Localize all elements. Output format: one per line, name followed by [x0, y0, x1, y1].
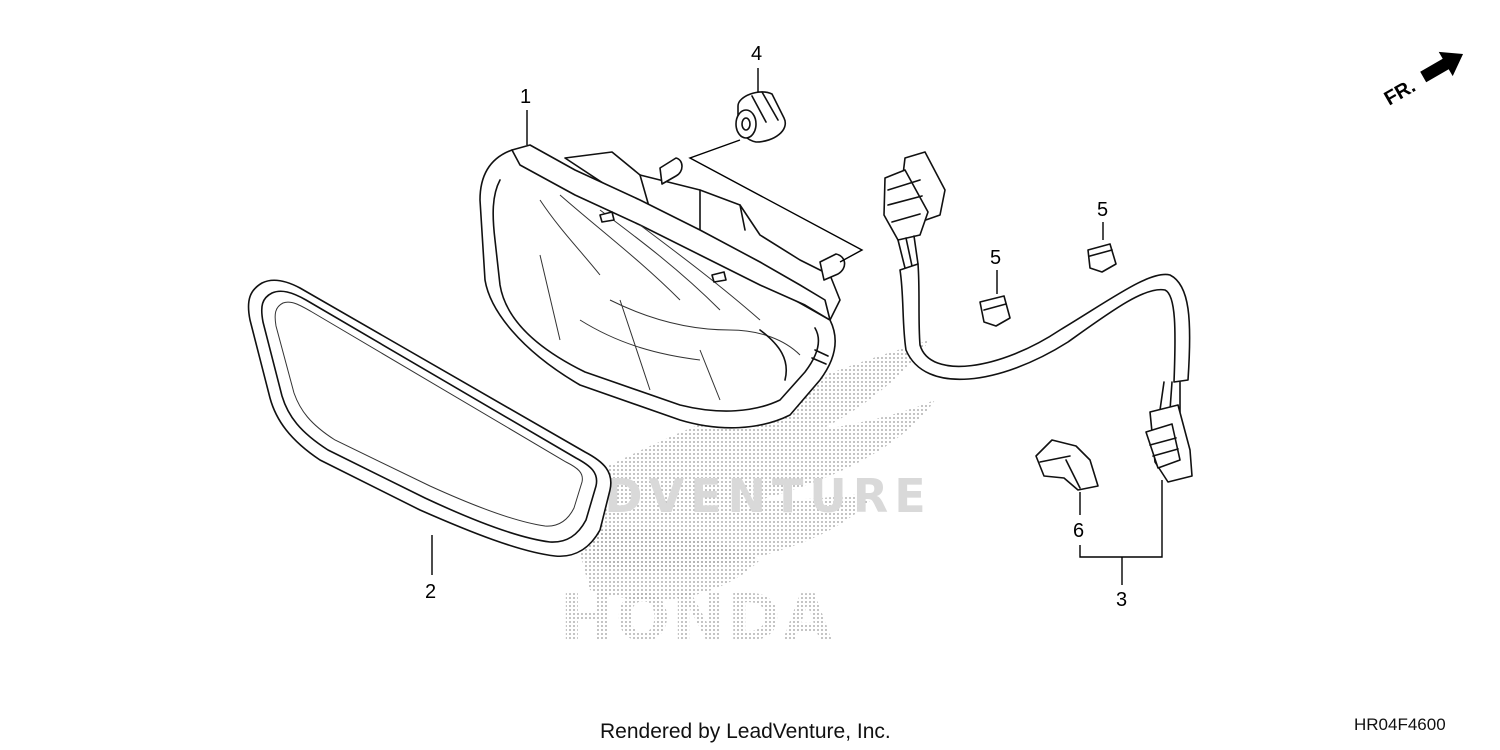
part-2-headlight-rim: [247, 279, 612, 557]
leader-lines: [431, 68, 1163, 585]
part-3-wire-harness: [883, 151, 1193, 483]
callout-1: 1: [520, 86, 531, 108]
callout-5-right: 5: [1097, 199, 1108, 221]
part-4-grommet: [735, 91, 787, 143]
watermark-brand: HONDA: [560, 582, 834, 656]
diagram-code: HR04F4600: [1354, 715, 1446, 734]
part-5-clip-b: [1087, 243, 1117, 273]
watermark: LEADVENTURE HONDA: [490, 340, 935, 656]
wing-logo-watermark: [575, 340, 935, 600]
callout-4: 4: [751, 43, 762, 65]
part-6-clip: [1035, 439, 1099, 491]
part-1-headlight-assembly: [479, 144, 846, 429]
callout-3: 3: [1116, 589, 1127, 611]
callout-2: 2: [425, 581, 436, 603]
callout-5-left: 5: [990, 247, 1001, 269]
callout-labels: 1 2 3 4 5 5 6: [425, 43, 1127, 611]
footer-credit: Rendered by LeadVenture, Inc.: [600, 720, 891, 743]
callout-6: 6: [1073, 520, 1084, 542]
front-direction-label: FR.: [1381, 75, 1420, 110]
arrow-right-icon: [1420, 51, 1464, 83]
front-direction-marker: FR.: [1381, 51, 1464, 110]
part-5-clip-a: [979, 295, 1011, 327]
